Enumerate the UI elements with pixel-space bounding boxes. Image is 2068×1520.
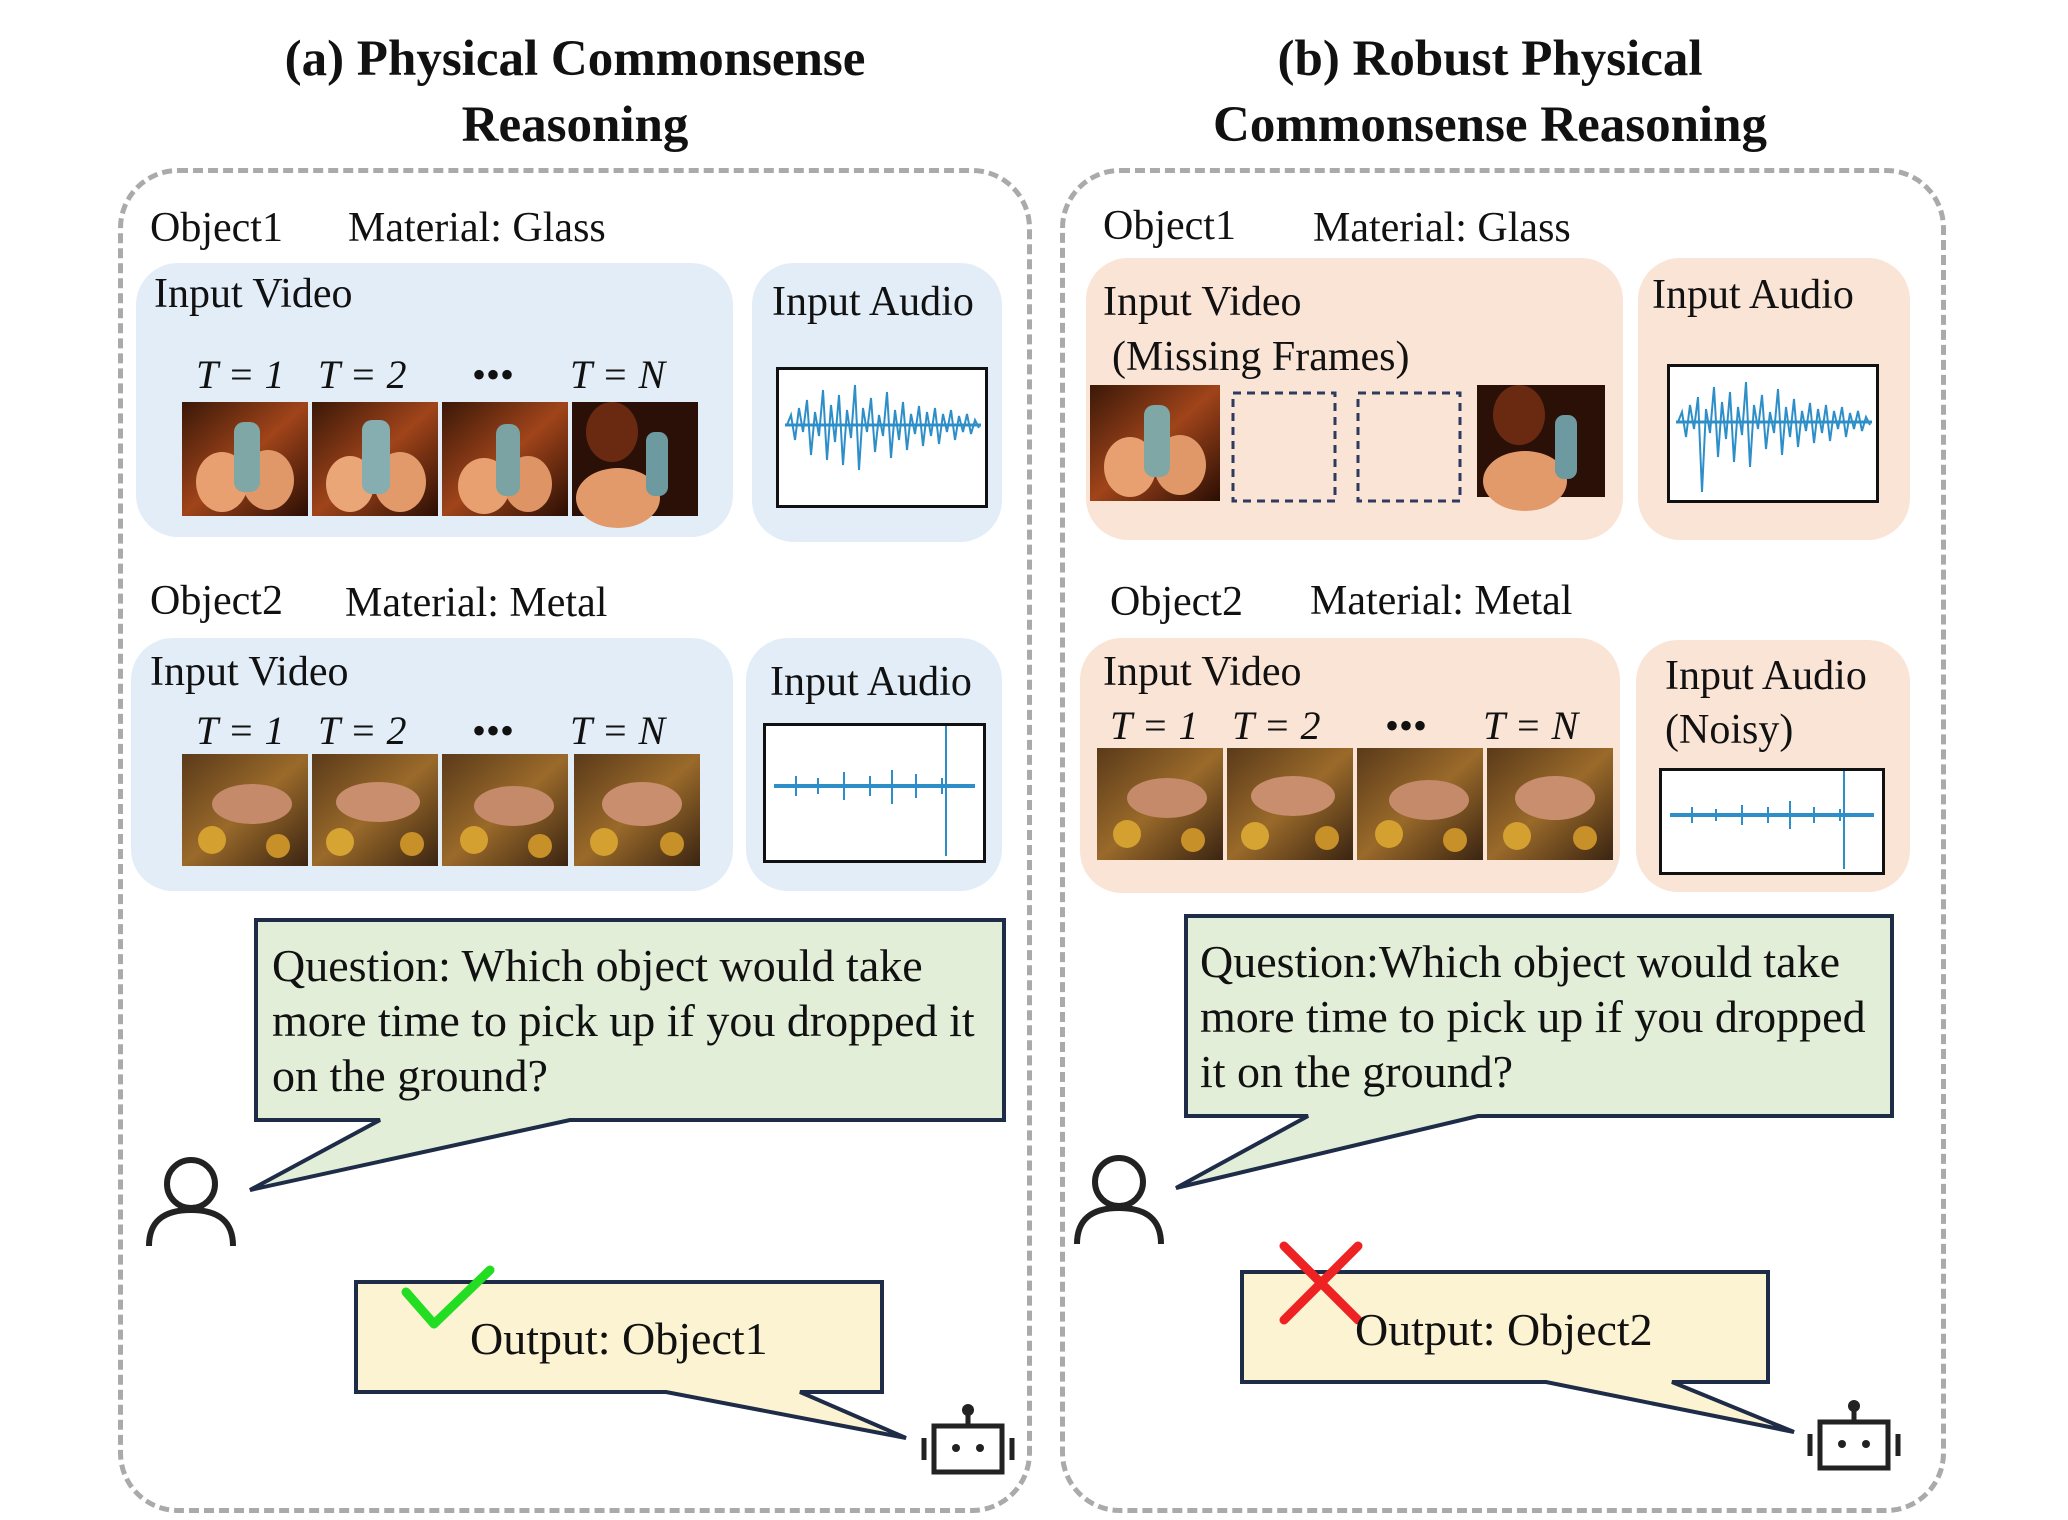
missing-frame: [1231, 391, 1337, 503]
video-frame: [442, 754, 568, 866]
video-frame: [572, 402, 698, 528]
metal-waveform: [774, 726, 975, 856]
panel-b-title-line1: (b) Robust Physical: [1277, 31, 1703, 87]
waveform-signal: [786, 384, 980, 471]
panel-a-object2-time-2: T = 2: [318, 708, 407, 753]
noisy-waveform: [1670, 771, 1874, 869]
video-frame: [1227, 748, 1353, 860]
waveform-spikes: [795, 726, 947, 856]
missing-frame: [1356, 391, 1462, 503]
panel-a-object2-material: Material: Metal: [345, 580, 608, 626]
check-icon: [401, 1265, 495, 1329]
missing-frames-strip: [1090, 385, 1605, 511]
panel-a-title-line2: Reasoning: [461, 97, 689, 153]
panel-a-object1-time-2: T = 2: [318, 352, 407, 397]
panel-a-object2-waveform: [763, 723, 986, 863]
panel-a-object2-name: Object2: [150, 578, 283, 624]
panel-a-object1-time-n: T = N: [570, 352, 666, 397]
video-frame: [182, 402, 308, 516]
panel-b-question-bubble: [1175, 914, 1894, 1190]
video-frame: [1487, 748, 1613, 860]
metal-frames-strip: [182, 754, 700, 866]
panel-b-object1-frames: [1090, 385, 1605, 511]
panel-a: [118, 168, 1032, 1513]
video-frame: [1097, 748, 1223, 860]
panel-b-object2-time-1: T = 1: [1110, 703, 1199, 748]
panel-b-object2-waveform: [1659, 768, 1885, 875]
panel-a-question-bubble: [249, 918, 1006, 1192]
panel-a-object1-material: Material: Glass: [348, 205, 606, 251]
panel-a-object2-time-1: T = 1: [196, 708, 285, 753]
panel-b-object2-time-dots: •••: [1385, 703, 1428, 748]
panel-a-object2-audio-label: Input Audio: [770, 659, 972, 705]
panel-b-object2-time-n: T = N: [1483, 703, 1579, 748]
glass-frames-strip: [182, 402, 698, 528]
panel-a-title-line1: (a) Physical Commonsense: [284, 31, 866, 87]
video-frame: [1477, 385, 1605, 511]
video-frame: [1357, 748, 1483, 860]
robot-icon: [1807, 1400, 1901, 1471]
panel-b-question: Question:Which object would take more ti…: [1200, 936, 1866, 1097]
panel-a-object1-frames: [182, 402, 698, 528]
glass-waveform: [785, 384, 981, 471]
video-frame: [442, 402, 568, 516]
panel-b-object2-audio-note: (Noisy): [1665, 707, 1794, 753]
panel-b-title-line2: Commonsense Reasoning: [1213, 97, 1767, 153]
panel-b-object1-waveform: [1667, 364, 1879, 503]
video-frame: [312, 402, 438, 516]
panel-a-object1-time-1: T = 1: [196, 352, 285, 397]
panel-b-object1-video-label: Input Video: [1103, 279, 1302, 325]
panel-a-object1-audio-label: Input Audio: [772, 279, 974, 325]
panel-a-question: Question: Which object would take more t…: [272, 940, 975, 1101]
panel-b-object1-material: Material: Glass: [1313, 205, 1571, 251]
panel-a-output-bubble: [354, 1280, 907, 1440]
panel-b-object2-material: Material: Metal: [1310, 578, 1573, 624]
panel-b-title: (b) Robust Physical Commonsense Reasonin…: [1090, 26, 1890, 158]
video-frame: [1090, 385, 1220, 501]
panel-a-object2-time-dots: •••: [472, 708, 515, 753]
video-frame: [182, 754, 308, 866]
panel-a-output: Output: Object1: [470, 1313, 768, 1364]
panel-a-object1-name: Object1: [150, 205, 283, 251]
video-frame: [312, 754, 438, 866]
panel-a-object2-time-n: T = N: [570, 708, 666, 753]
waveform-spikes: [1691, 771, 1845, 869]
panel-a-object1-video-label: Input Video: [154, 271, 353, 317]
panel-a-object1-waveform: [776, 367, 988, 508]
panel-b-output-bubble: [1240, 1270, 1795, 1434]
panel-b-object2-name: Object2: [1110, 579, 1243, 625]
panel-b-object2-audio-label: Input Audio: [1665, 653, 1867, 699]
waveform-signal: [1677, 381, 1871, 493]
panel-b: [1060, 168, 1946, 1513]
video-frame: [574, 754, 700, 866]
panel-a-object1-time-dots: •••: [472, 352, 515, 397]
user-icon: [146, 1157, 236, 1247]
panel-b-object2-video-label: Input Video: [1103, 649, 1302, 695]
panel-a-title: (a) Physical Commonsense Reasoning: [170, 26, 980, 158]
robot-icon: [921, 1404, 1015, 1475]
panel-a-object2-frames: [182, 754, 700, 866]
panel-b-output: Output: Object2: [1355, 1304, 1653, 1355]
panel-b-object1-name: Object1: [1103, 203, 1236, 249]
panel-b-object2-frames: [1097, 748, 1613, 860]
panel-b-object1-video-note: (Missing Frames): [1112, 334, 1410, 380]
user-icon: [1074, 1155, 1164, 1245]
panel-a-object2-video-label: Input Video: [150, 649, 349, 695]
panel-b-object2-time-2: T = 2: [1232, 703, 1321, 748]
glass-waveform: [1676, 381, 1872, 493]
cross-icon: [1279, 1241, 1363, 1325]
panel-b-object1-audio-label: Input Audio: [1652, 272, 1854, 318]
metal-frames-strip: [1097, 748, 1613, 860]
